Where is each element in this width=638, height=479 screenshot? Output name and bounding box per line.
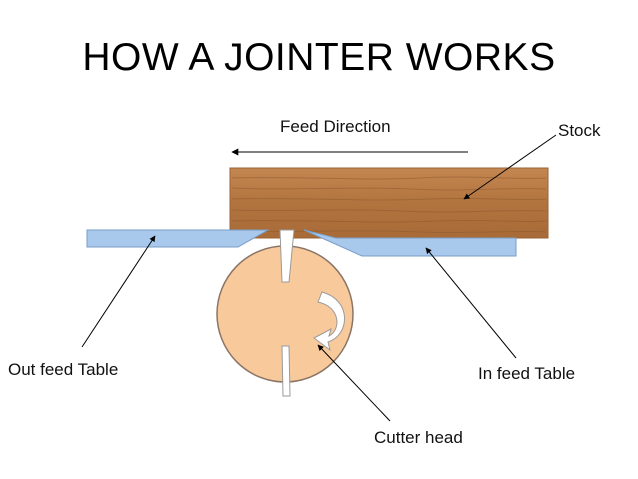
stock-board bbox=[229, 167, 549, 239]
in-feed-table-leader bbox=[425, 247, 517, 359]
cutter-head-label: Cutter head bbox=[374, 428, 463, 447]
slide-title: HOW A JOINTER WORKS bbox=[82, 36, 556, 79]
cutter-head bbox=[216, 229, 354, 397]
out-feed-table bbox=[86, 229, 270, 248]
stock-label: Stock bbox=[558, 121, 601, 140]
stock-leader bbox=[463, 134, 557, 200]
feed-direction-label: Feed Direction bbox=[280, 117, 391, 136]
cutter-head-leader bbox=[317, 344, 391, 422]
bottom-knife bbox=[281, 345, 291, 397]
out-feed-table-label: Out feed Table bbox=[8, 360, 119, 379]
out-feed-table-leader bbox=[81, 235, 156, 348]
in-feed-table bbox=[303, 229, 517, 257]
in-feed-table-label: In feed Table bbox=[478, 364, 576, 383]
rotation-arrow-icon bbox=[313, 291, 345, 352]
top-knife bbox=[279, 229, 295, 283]
